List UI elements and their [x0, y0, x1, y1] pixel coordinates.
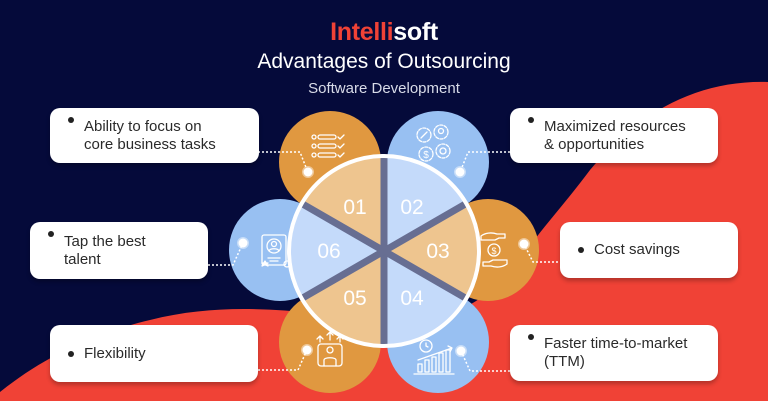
brand-logo-part1: Intelli [330, 18, 394, 46]
advantage-label-04: Faster time-to-market (TTM) [544, 335, 688, 370]
advantage-label-03: Cost savings [594, 241, 680, 258]
segment-number-05: 05 [343, 287, 366, 310]
hands-dollar-icon: $ [480, 232, 508, 268]
wheel-outline [287, 154, 481, 348]
segment-number-01: 01 [343, 196, 366, 219]
advantage-label-05: Flexibility [84, 344, 146, 362]
svg-text:$: $ [491, 246, 496, 256]
gears-resources-icon: $ [416, 124, 451, 162]
bullet-icon [578, 247, 584, 253]
advantage-card-02: Maximized resources & opportunities [510, 108, 718, 163]
svg-text:$: $ [423, 150, 429, 161]
connector-01 [258, 151, 308, 171]
page-subtitle: Software Development [308, 80, 460, 97]
advantage-label-02: Maximized resources & opportunities [544, 117, 686, 153]
segment-number-06: 06 [317, 240, 340, 263]
divider-diag-2 [300, 200, 468, 302]
advantage-card-04: Faster time-to-market (TTM) [510, 325, 718, 381]
bullet-icon [68, 117, 74, 123]
bullet-icon [48, 231, 54, 237]
advantage-label-01: Ability to focus on core business tasks [84, 117, 216, 153]
segment-number-03: 03 [426, 240, 449, 263]
advantage-label-06: Tap the best talent [64, 232, 146, 268]
bullet-icon [68, 350, 74, 357]
connector-node-04 [455, 345, 467, 357]
connector-04 [461, 352, 510, 372]
advantage-card-06: Tap the best talent [30, 222, 208, 279]
advantage-card-03: Cost savings [560, 222, 738, 278]
center-wheel [287, 154, 481, 348]
connector-node-01 [302, 166, 314, 178]
brand-logo-part2: soft [393, 18, 438, 46]
connector-node-05 [301, 344, 313, 356]
segment-number-02: 02 [400, 196, 423, 219]
connector-02 [460, 151, 510, 171]
growth-chart-icon [413, 339, 455, 375]
connector-06 [208, 244, 243, 266]
connector-03 [524, 245, 558, 263]
segment-06 [290, 204, 384, 298]
segment-number-04: 04 [400, 287, 424, 310]
bullet-icon [528, 117, 534, 123]
red-wave-shape [0, 81, 768, 401]
brand-logo: Intellisoft [0, 18, 768, 47]
bullet-icon [528, 334, 534, 340]
checklist-icon [311, 134, 345, 158]
page-title: Advantages of Outsourcing [257, 50, 511, 73]
advantage-card-01: Ability to focus on core business tasks [50, 108, 259, 163]
connector-node-03 [518, 238, 530, 250]
talent-profile-icon [261, 234, 291, 268]
segment-03 [384, 204, 478, 298]
connector-node-06 [237, 237, 249, 249]
connector-node-02 [454, 166, 466, 178]
flexible-person-arrows-icon [316, 331, 344, 367]
advantage-card-05: Flexibility [50, 325, 258, 382]
connector-05 [258, 351, 307, 371]
